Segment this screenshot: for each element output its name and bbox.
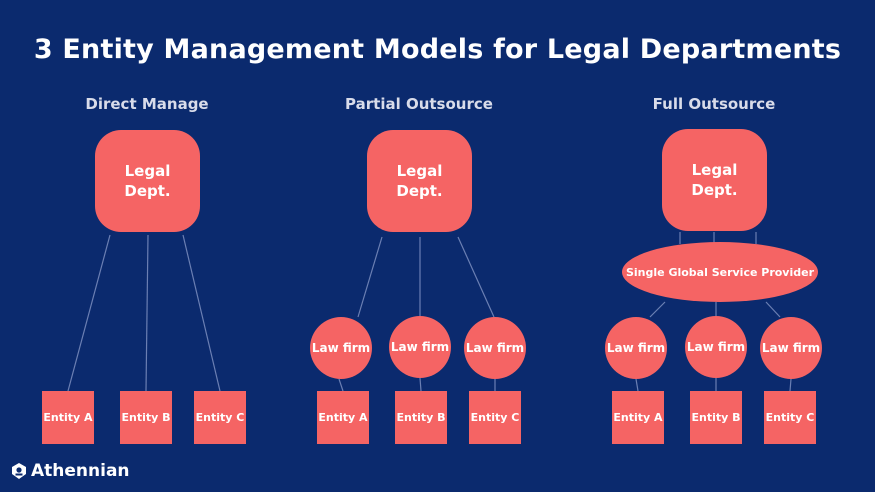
connector-line xyxy=(635,378,639,392)
law-firm-node-3-full: Law firm xyxy=(760,317,822,379)
connector-line xyxy=(765,301,781,318)
connector-line xyxy=(357,236,383,318)
entity-node-a-partial: Entity A xyxy=(317,391,369,444)
column-title-full-outsource: Full Outsource xyxy=(652,95,776,113)
entity-node-a-full: Entity A xyxy=(612,391,664,444)
law-firm-node-1-partial: Law firm xyxy=(310,317,372,379)
connector-line xyxy=(182,234,221,392)
connector-line xyxy=(789,378,792,392)
page-title: 3 Entity Management Models for Legal Dep… xyxy=(33,34,842,65)
law-firm-node-2-partial: Law firm xyxy=(389,316,451,378)
connector-line xyxy=(457,236,495,318)
brand-name: Athennian xyxy=(31,461,130,481)
entity-node-b-direct: Entity B xyxy=(120,391,172,444)
entity-node-b-partial: Entity B xyxy=(395,391,447,444)
entity-node-c-full: Entity C xyxy=(764,391,816,444)
global-service-provider-node: Single Global Service Provider xyxy=(622,242,818,302)
connector-line xyxy=(67,234,111,392)
column-title-direct-manage: Direct Manage xyxy=(85,95,209,113)
connector-line xyxy=(419,377,422,392)
connector-line xyxy=(145,234,149,392)
connector-line xyxy=(338,378,344,392)
entity-node-a-direct: Entity A xyxy=(42,391,94,444)
entity-node-b-full: Entity B xyxy=(690,391,742,444)
athennian-logo-icon xyxy=(12,463,26,479)
law-firm-node-3-partial: Law firm xyxy=(464,317,526,379)
law-firm-node-1-full: Law firm xyxy=(605,317,667,379)
law-firm-node-2-full: Law firm xyxy=(685,316,747,378)
entity-node-c-partial: Entity C xyxy=(469,391,521,444)
column-title-partial-outsource: Partial Outsource xyxy=(345,95,493,113)
entity-node-c-direct: Entity C xyxy=(194,391,246,444)
brand-logo: Athennian xyxy=(12,461,130,481)
connector-line xyxy=(649,301,666,318)
